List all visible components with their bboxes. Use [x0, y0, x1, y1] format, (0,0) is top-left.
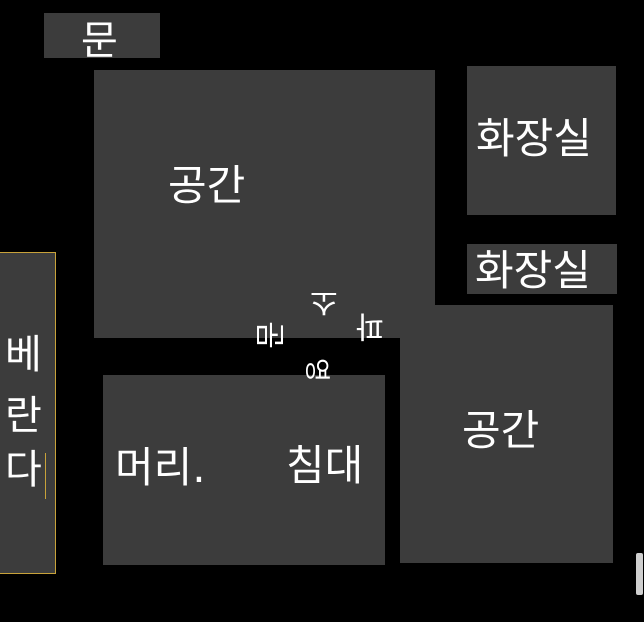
- veranda-char-3: 다: [5, 447, 42, 493]
- scrollbar-handle[interactable]: [636, 553, 643, 595]
- bathroom-1-room[interactable]: 화장실: [467, 66, 616, 215]
- bedroom-room[interactable]: 머리. 침대: [103, 375, 385, 565]
- rotated-label-4[interactable]: 영: [300, 358, 331, 382]
- space-2-label: 공간: [462, 406, 540, 455]
- veranda-char-2: 란: [5, 393, 42, 439]
- bathroom-2-label: 화장실: [475, 246, 591, 294]
- veranda-room[interactable]: 베 란 다: [0, 252, 56, 574]
- living-space-label: 공간: [168, 161, 246, 210]
- door-box[interactable]: 문: [44, 13, 160, 58]
- rotated-label-2[interactable]: 소: [310, 284, 338, 319]
- rotated-label-1[interactable]: 문: [253, 321, 289, 349]
- bed-label: 침대: [286, 441, 364, 490]
- living-space-extension: [400, 300, 435, 340]
- living-space-room[interactable]: 공간: [94, 70, 435, 338]
- bathroom-1-label: 화장실: [476, 114, 592, 163]
- text-cursor: [45, 453, 46, 499]
- bed-head-label: 머리.: [115, 443, 206, 492]
- space-2-room[interactable]: 공간: [400, 305, 613, 563]
- door-label: 문: [81, 18, 118, 58]
- bathroom-2-box[interactable]: 화장실: [467, 244, 617, 294]
- veranda-char-1: 베: [5, 332, 42, 378]
- rotated-label-3[interactable]: 파: [356, 308, 384, 343]
